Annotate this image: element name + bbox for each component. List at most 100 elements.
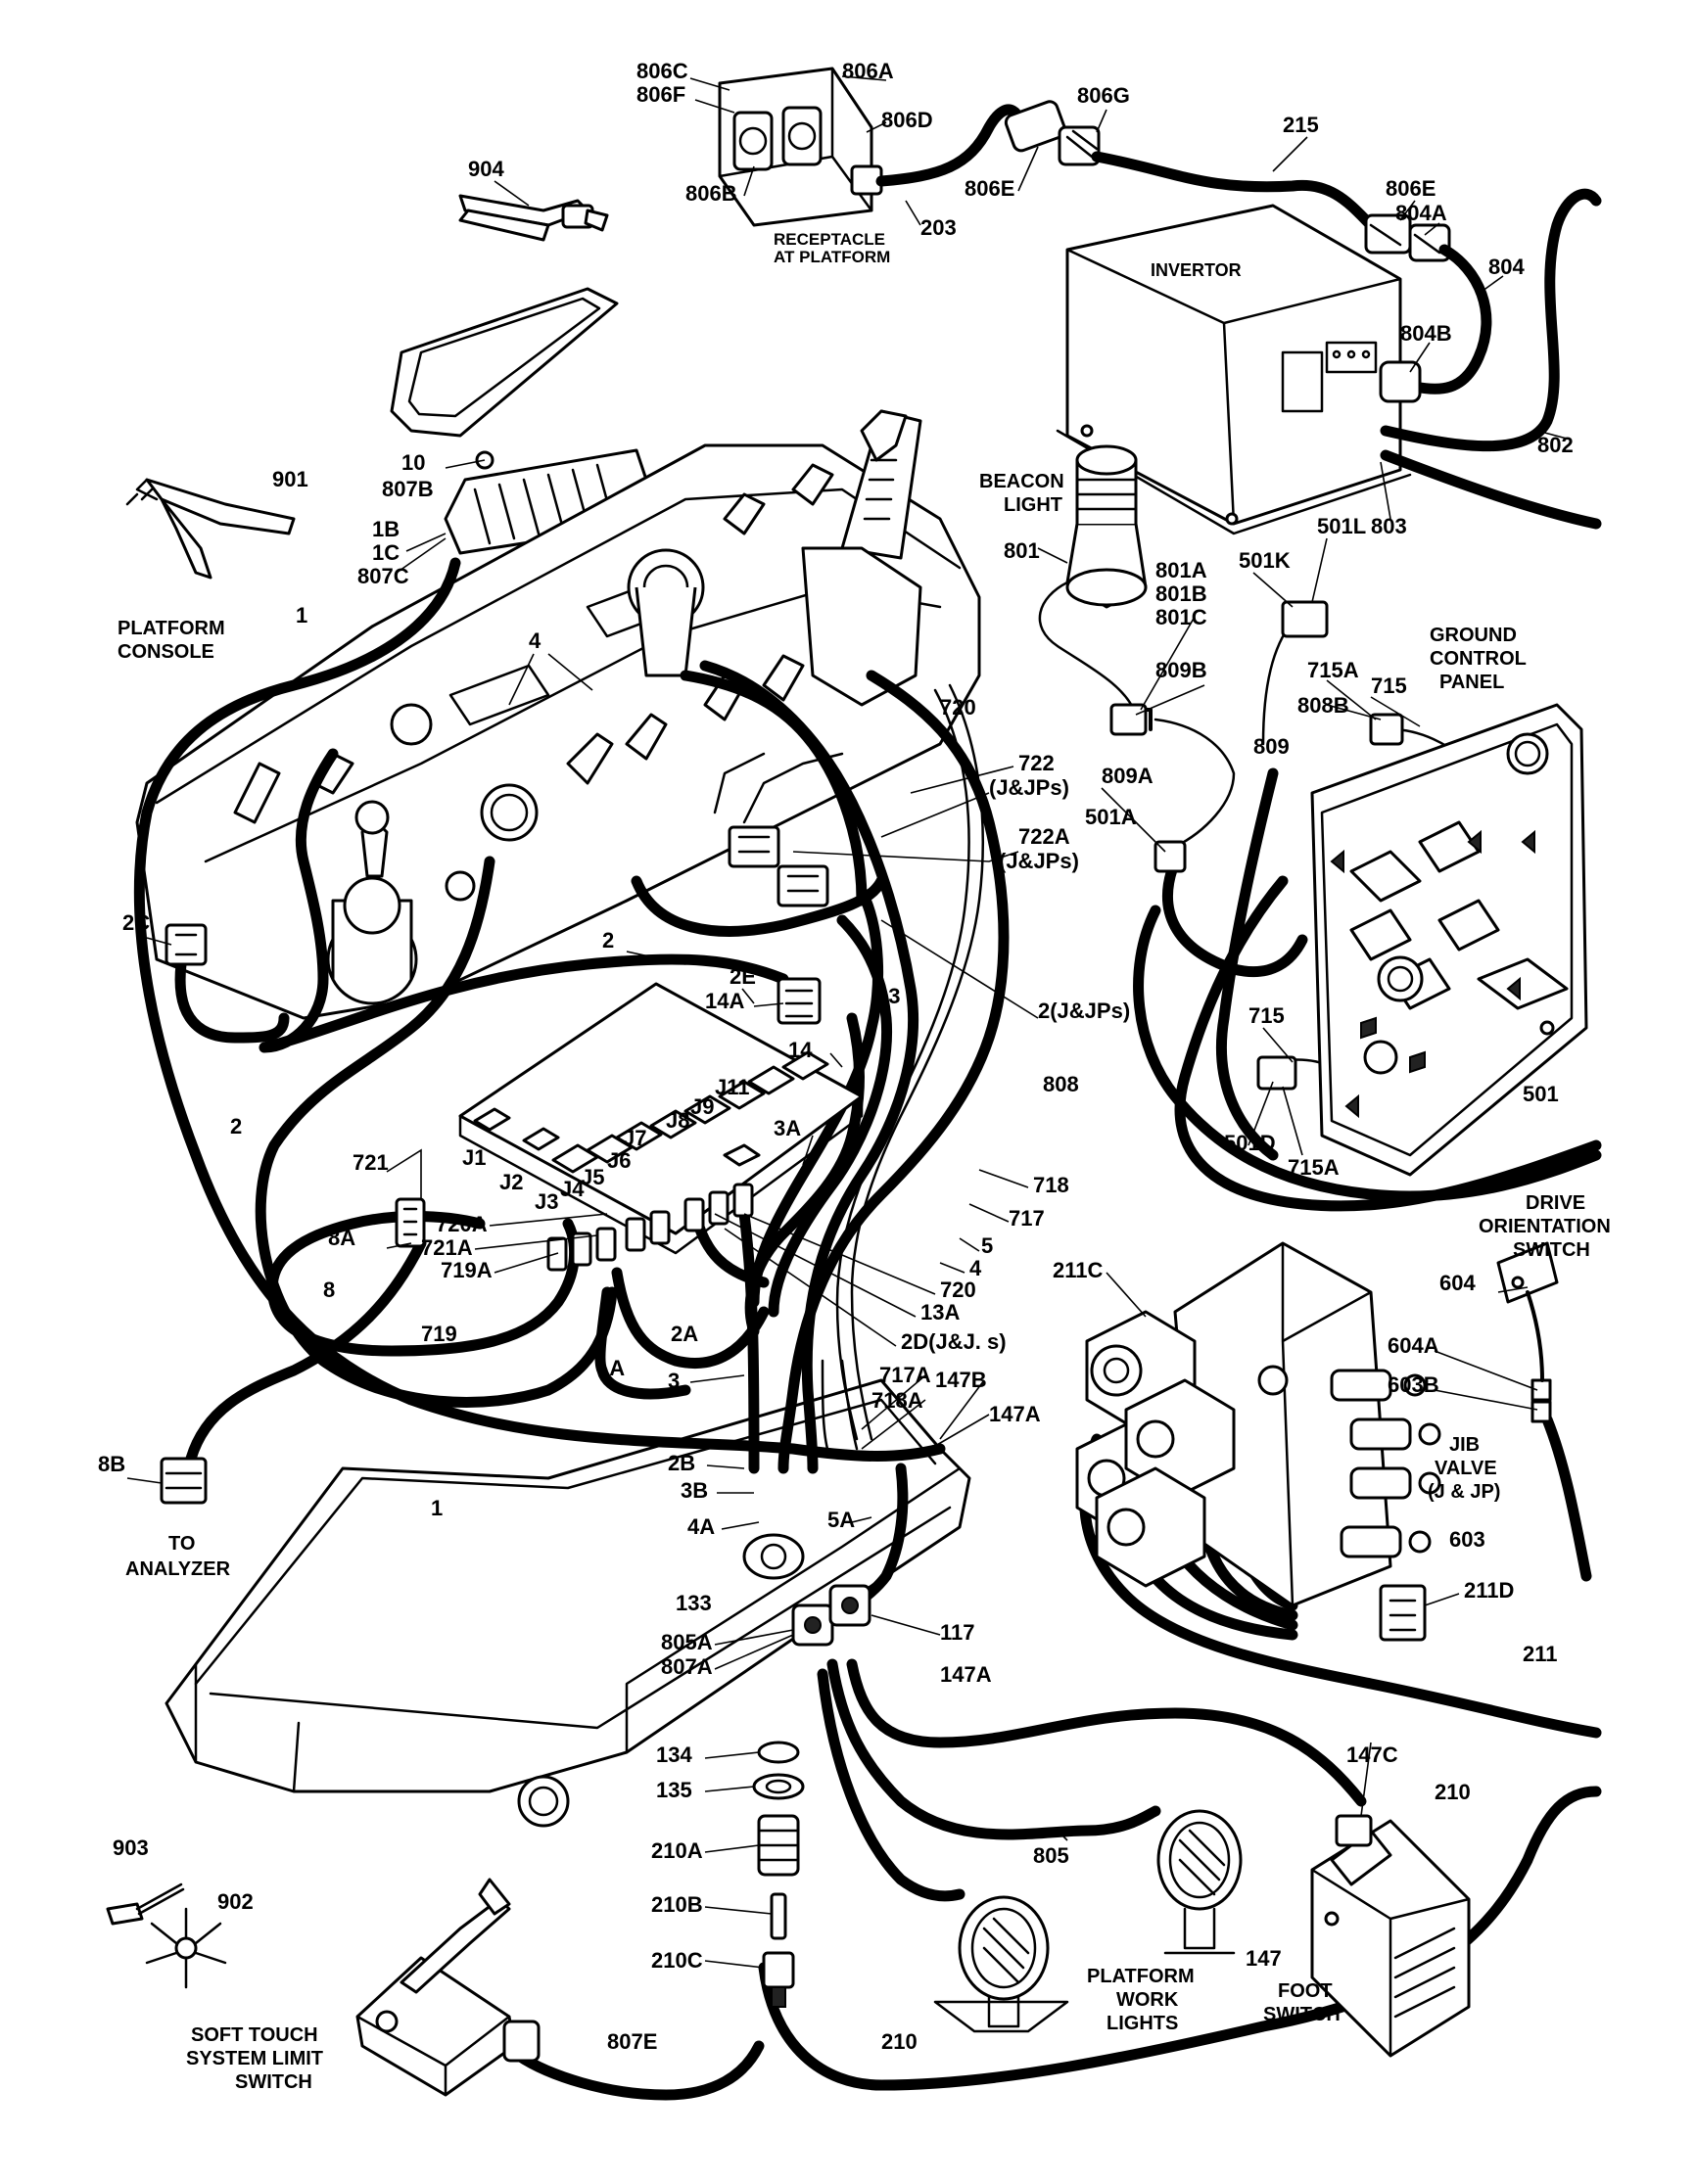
label: SWITCH [1513,1239,1590,1261]
label: 133 [676,1591,712,1615]
label: WORK [1116,1989,1179,2011]
label: 719A [441,1258,493,1282]
wire-721 [255,856,618,1408]
wire-604 [1526,1290,1544,1382]
wire-2c [174,958,290,1044]
label: 14 [788,1038,813,1062]
label: 604 [1439,1271,1476,1295]
label: 722A [1018,824,1070,849]
label: 807C [357,564,409,588]
label: 203 [920,215,957,240]
label: 2D(J&J. s) [901,1329,1007,1354]
connector-501k [1281,600,1329,638]
receptacle-at-platform [718,67,883,227]
label: AT PLATFORM [774,248,890,266]
label: 715A [1307,658,1359,682]
label: 718A [871,1388,923,1413]
label: 801A [1155,558,1207,582]
label: VALVE [1435,1458,1497,1479]
connector-8a [395,1197,426,1248]
label: 117 [940,1620,975,1645]
label: J8 [666,1108,689,1133]
wire-801 [1038,581,1138,717]
platform-console [135,409,981,1020]
wire-804 [1409,244,1492,395]
label: 1C [372,540,400,565]
label: 210C [651,1948,703,1973]
connector-806e [1004,100,1101,166]
label: 719 [421,1322,457,1346]
wire-718 [850,683,984,1441]
label: 13 [876,984,900,1008]
label: 2B [668,1451,695,1475]
label: CONSOLE [118,641,214,663]
label: JIB [1449,1434,1480,1456]
label: 804B [1400,321,1452,346]
label: 805 [1033,1843,1069,1868]
label: 10 [401,450,425,475]
label: 720A [436,1212,488,1236]
wire-2 [259,748,789,1053]
label: 147A [989,1402,1041,1426]
component-labels: 806C 806F 806A 806D 806B 806G 806E 203 R… [98,59,1611,2093]
label: 4 [969,1256,982,1280]
label: 147C [1346,1743,1398,1767]
label: 718 [1033,1173,1069,1197]
label: 13A [920,1300,960,1324]
wire-805 [826,1658,1161,1840]
wire-work-light-left [817,1668,965,1902]
label: 211D [1464,1578,1514,1603]
label: J6 [607,1148,631,1173]
label: 803 [1371,514,1407,538]
label: 901 [272,467,308,491]
label: 721 [353,1150,389,1175]
label: SYSTEM LIMIT [186,2048,323,2069]
label: 501K [1239,548,1291,573]
label: INVERTOR [1151,260,1242,280]
label: J11 [715,1075,750,1099]
label: 806E [965,176,1014,201]
label: 603 [1449,1527,1485,1552]
soft-touch-limit-switch [355,1878,541,2097]
label: (J&JPs) [999,849,1079,873]
wire-147a [846,1658,1367,1807]
connector-14a [777,977,822,1025]
wire-720 [777,670,1010,1474]
label: J7 [623,1126,646,1150]
label: PLATFORM [118,618,225,639]
wire-807e [513,2040,765,2101]
work-light-right [1156,1809,1243,1955]
wire-1a [594,1286,691,1400]
connector-211d [1379,1584,1427,1642]
wire-501 [1133,905,1602,1202]
connector-8b [160,1457,208,1505]
label: 721A [421,1235,473,1260]
label: 603B [1388,1372,1439,1397]
label: TO [168,1533,195,1555]
label: 8 [323,1278,335,1302]
tool-904 [458,194,609,242]
wire-718a [840,1359,859,1451]
pin-210b [770,1892,787,1940]
connector-722a [728,825,829,907]
label: DRIVE [1526,1192,1585,1214]
tool-903 [106,1882,185,1926]
label: 715 [1248,1003,1285,1028]
work-light-left [933,1895,1069,2033]
controller-board [458,982,864,1255]
label: 3B [681,1478,708,1503]
label: 3 [668,1369,680,1393]
label: 5 [981,1233,993,1258]
label: 211C [1053,1258,1103,1282]
label: 501L [1317,514,1366,538]
label: 806C [636,59,688,83]
label: 809A [1102,764,1154,788]
label: 806B [685,181,737,206]
tool-902 [145,1907,227,1989]
wire-717 [835,688,970,1441]
wire-210 [758,1786,1602,2091]
receptacle-133 [742,1533,805,1580]
label: 147A [940,1662,992,1687]
label: 715A [1288,1155,1340,1180]
label: 806G [1077,83,1130,108]
